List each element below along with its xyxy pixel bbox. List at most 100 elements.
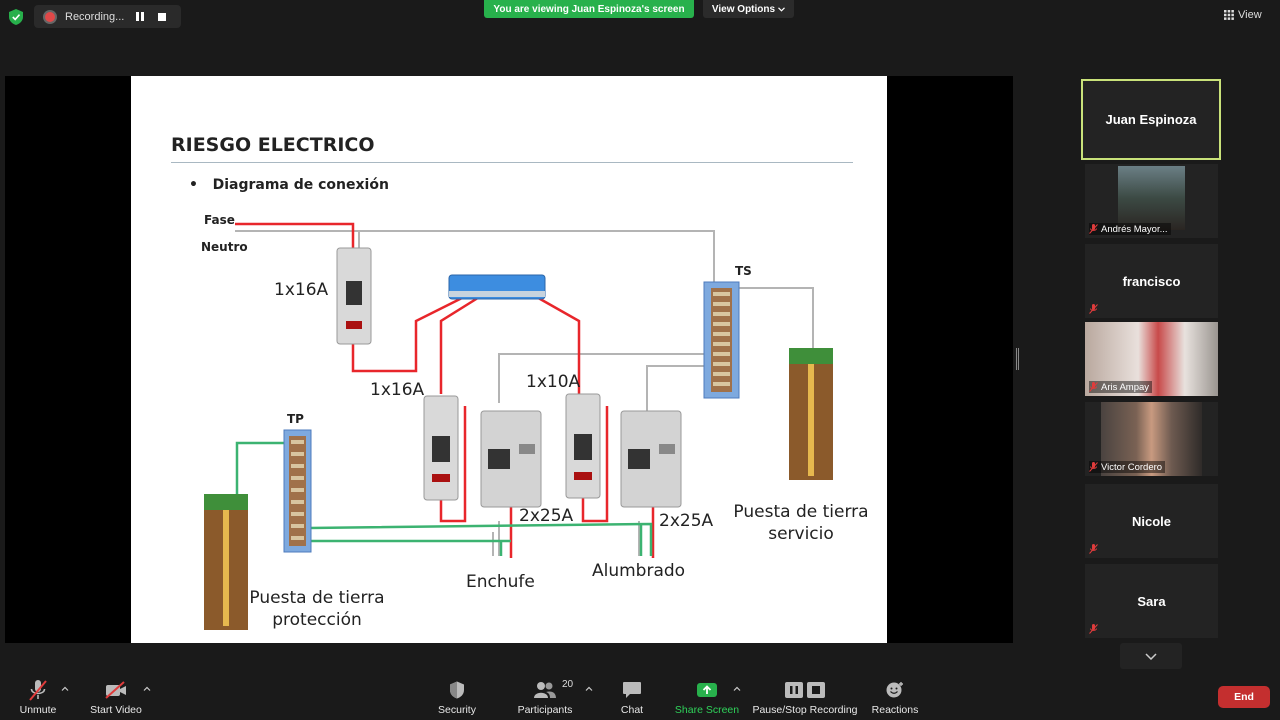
end-meeting-button[interactable]: End — [1218, 686, 1270, 708]
label-ts: TS — [735, 264, 752, 278]
participant-name: Nicole — [1131, 513, 1171, 529]
microphone-muted-icon — [29, 680, 47, 701]
unmute-label: Unmute — [19, 704, 57, 716]
recording-dot-icon — [45, 11, 55, 22]
ground-electrode-service — [789, 348, 833, 480]
panel-splitter-handle[interactable] — [1016, 348, 1019, 370]
mic-muted-icon — [1089, 544, 1098, 554]
pause-icon — [136, 12, 144, 21]
video-options-caret-icon[interactable] — [143, 685, 151, 693]
rcd-alumbrado — [620, 410, 682, 508]
label-tierra-proteccion-line1: Puesta de tierra — [249, 588, 385, 608]
label-tierra-servicio-line1: Puesta de tierra — [733, 502, 869, 522]
mic-muted-icon — [1089, 624, 1098, 634]
breaker-1x16a — [423, 395, 459, 501]
participant-label — [1089, 303, 1101, 315]
slide-title: RIESGO ELECTRICO — [171, 134, 375, 156]
participant-tile[interactable]: Nicole — [1085, 484, 1218, 558]
participant-name: Victor Cordero — [1101, 461, 1163, 473]
bullet-text: Diagrama de conexión — [212, 177, 389, 193]
start-video-label: Start Video — [90, 704, 142, 716]
breaker-1x10a — [565, 393, 601, 499]
participant-tile[interactable]: Sara — [1085, 564, 1218, 638]
label-rcd-enchufe: 2x25A — [519, 506, 574, 526]
gallery-scroll-down-button[interactable] — [1120, 643, 1182, 669]
security-button[interactable]: Security — [434, 672, 480, 720]
participants-count: 20 — [562, 679, 574, 690]
video-off-icon — [105, 681, 126, 699]
participant-label: Victor Cordero — [1089, 461, 1166, 473]
stop-recording-button[interactable] — [153, 8, 171, 26]
reactions-smiley-icon — [886, 682, 903, 698]
top-bar: Recording... You are viewing Juan Espino… — [0, 0, 1280, 34]
participant-video — [1118, 166, 1185, 230]
participant-name: Juan Espinoza — [1105, 112, 1197, 127]
start-video-button[interactable]: Start Video — [86, 672, 146, 720]
tp-busbar — [283, 429, 312, 553]
view-options-label: View Options — [711, 3, 776, 15]
meeting-toolbar: Unmute Start Video Security 2 — [0, 672, 1280, 720]
grid-icon — [1224, 10, 1234, 20]
reactions-label: Reactions — [871, 704, 919, 716]
participant-tile[interactable]: Victor Cordero — [1085, 402, 1218, 476]
label-main-breaker: 1x16A — [274, 280, 329, 300]
label-tierra-servicio: Puesta de tierra servicio — [727, 501, 875, 545]
label-fase: Fase — [204, 213, 235, 227]
ground-wires — [235, 441, 653, 556]
participants-label: Participants — [517, 704, 573, 716]
view-button[interactable]: View — [1224, 5, 1274, 25]
label-tp: TP — [287, 412, 304, 426]
mic-muted-icon — [1089, 224, 1098, 234]
share-screen-button[interactable]: Share Screen — [674, 672, 740, 720]
participant-tile[interactable]: francisco — [1085, 244, 1218, 318]
main-breaker — [336, 247, 372, 345]
recording-label: Recording... — [65, 10, 125, 23]
recording-indicator: Recording... — [34, 5, 181, 28]
participants-button[interactable]: 20 Participants — [514, 672, 576, 720]
shield-icon[interactable] — [9, 9, 23, 25]
label-breaker-10a: 1x10A — [526, 372, 581, 392]
participant-label — [1089, 543, 1101, 555]
mic-muted-icon — [1089, 462, 1098, 472]
ts-busbar — [703, 281, 740, 399]
label-tierra-servicio-line2: servicio — [768, 524, 834, 544]
stop-recording-icon — [807, 682, 825, 698]
shared-screen[interactable]: RIESGO ELECTRICO • Diagrama de conexión — [5, 76, 1013, 643]
label-rcd-alumbrado: 2x25A — [659, 511, 714, 531]
audio-options-caret-icon[interactable] — [61, 685, 69, 693]
view-options-button[interactable]: View Options — [703, 0, 794, 18]
participant-video — [1101, 402, 1202, 476]
pause-stop-recording-label: Pause/Stop Recording — [752, 704, 858, 716]
participants-options-caret-icon[interactable] — [585, 685, 593, 693]
share-options-caret-icon[interactable] — [733, 685, 741, 693]
security-shield-icon — [450, 681, 464, 699]
participant-label: Aris Ampay — [1089, 381, 1153, 393]
mic-muted-icon — [1089, 382, 1098, 392]
chat-label: Chat — [620, 704, 644, 716]
pause-recording-button[interactable] — [131, 8, 149, 26]
bullet-dot: • — [189, 177, 213, 193]
label-enchufe: Enchufe — [466, 572, 535, 592]
phase-wires — [235, 222, 655, 558]
stop-icon — [158, 12, 166, 21]
unmute-button[interactable]: Unmute — [14, 672, 62, 720]
participant-label — [1089, 623, 1101, 635]
share-screen-label: Share Screen — [674, 704, 740, 716]
label-alumbrado: Alumbrado — [592, 561, 686, 581]
label-breaker-16a: 1x16A — [370, 380, 425, 400]
chat-button[interactable]: Chat — [612, 672, 652, 720]
neutral-bar — [448, 274, 546, 300]
presentation-slide: RIESGO ELECTRICO • Diagrama de conexión — [131, 76, 887, 643]
participant-tile[interactable]: Andrés Mayor... — [1085, 164, 1218, 238]
participant-tile[interactable]: Aris Ampay — [1085, 322, 1218, 396]
label-tierra-proteccion: Puesta de tierra protección — [243, 587, 391, 631]
participant-name: Aris Ampay — [1101, 381, 1150, 393]
participant-tile-active-speaker[interactable]: Juan Espinoza — [1081, 79, 1221, 160]
chat-bubble-icon — [623, 682, 641, 698]
reactions-button[interactable]: Reactions — [870, 672, 920, 720]
pause-stop-recording-button[interactable]: Pause/Stop Recording — [752, 672, 858, 720]
label-tierra-proteccion-line2: protección — [272, 610, 362, 630]
participant-video — [1085, 322, 1218, 396]
label-neutro: Neutro — [201, 240, 248, 254]
chevron-down-icon — [778, 6, 786, 12]
